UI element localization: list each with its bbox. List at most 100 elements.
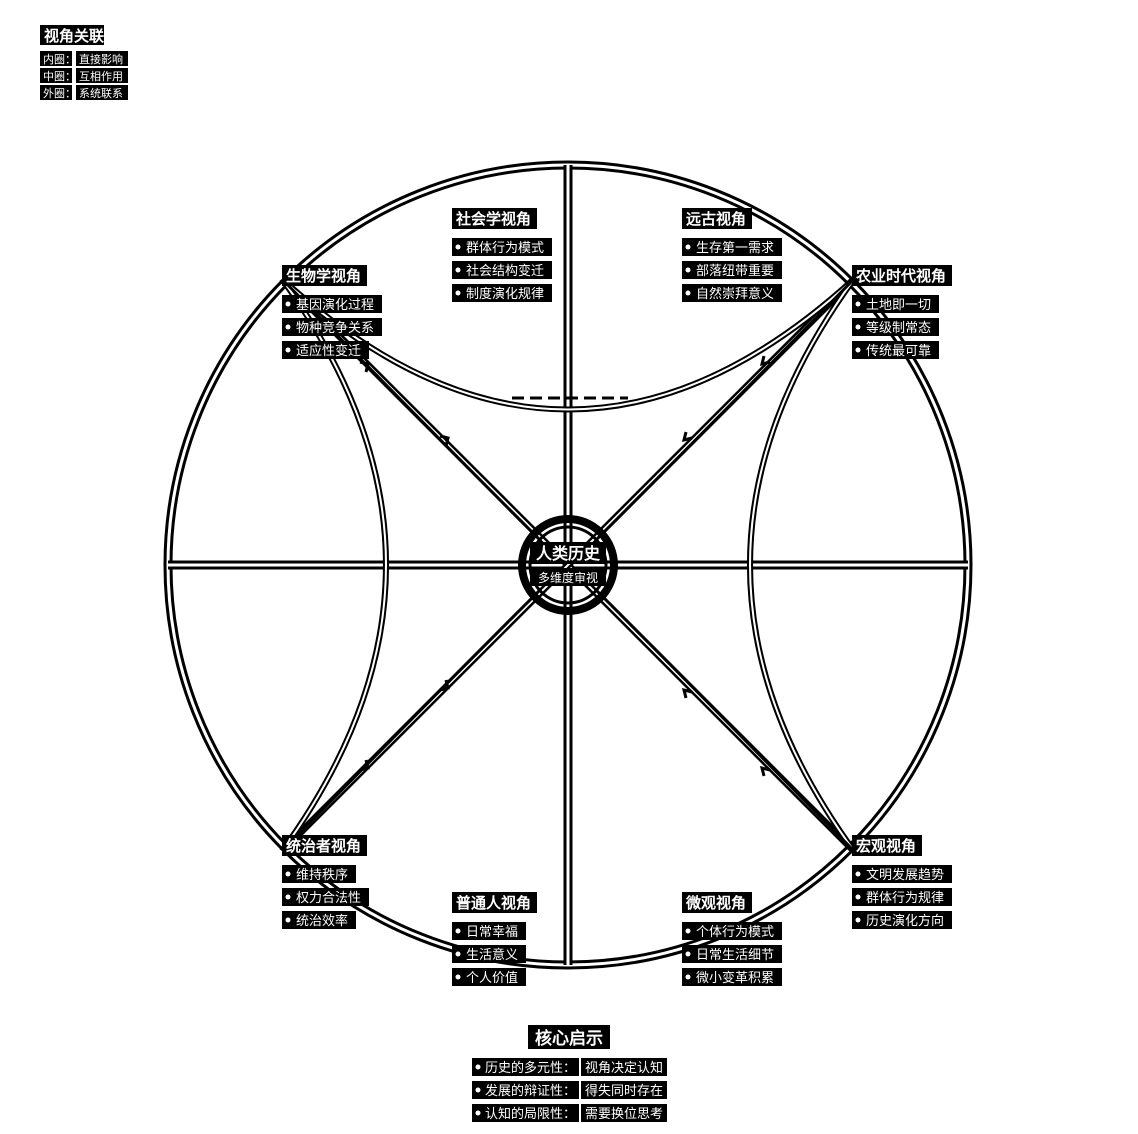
perspective-item-bg: [452, 922, 526, 940]
perspective-item: 等级制常态: [866, 320, 931, 336]
legend-row-value: 直接影响: [79, 52, 123, 66]
core-insight-value: 需要换位思考: [585, 1107, 663, 1122]
legend: 视角关联 内圈： 直接影响 中圈： 互相作用 外圈： 系统联系: [40, 25, 128, 100]
perspective-title-bg: [452, 208, 537, 229]
core-insight: 核心启示: [528, 1025, 610, 1049]
center-subtitle: 多维度审视: [538, 570, 598, 585]
perspective-item: 传统最可靠: [866, 344, 931, 359]
bullet-icon: [685, 928, 691, 934]
bullet-icon: [285, 301, 291, 307]
perspective-item-bg: [682, 284, 782, 302]
bullet-icon: [285, 324, 291, 330]
perspective-title: 农业时代视角: [855, 267, 946, 285]
core-insight-key: 认知的局限性：: [485, 1106, 576, 1122]
legend-title: 视角关联: [44, 27, 105, 45]
perspective-title: 统治者视角: [286, 837, 361, 855]
bullet-icon: [685, 951, 691, 957]
perspective-item-bg: [452, 261, 552, 279]
center-title: 人类历史: [536, 544, 601, 563]
perspective-item: 个人价值: [466, 970, 518, 986]
perspective-item-bg: [682, 922, 782, 940]
perspective-item-bg: [452, 968, 526, 986]
core-insight-value: 视角决定认知: [585, 1060, 663, 1076]
bullet-icon: [855, 917, 861, 923]
perspective-item: 适应性变迁: [296, 343, 361, 359]
perspective-item-bg: [452, 945, 526, 963]
perspective-title: 微观视角: [685, 894, 746, 912]
perspective-item-bg: [682, 261, 782, 279]
bullet-icon: [455, 290, 461, 296]
center-node: 人类历史 多维度审视: [530, 542, 606, 586]
bullet-icon: [455, 928, 461, 934]
perspective-item-bg: [852, 295, 939, 313]
perspective-title-bg: [282, 835, 367, 856]
perspective-item-bg: [282, 295, 382, 313]
perspective-title-bg: [452, 892, 537, 913]
perspective-item-bg: [682, 238, 782, 256]
core-insight-item: 认知的局限性： 需要换位思考: [472, 1104, 667, 1122]
perspective-item-bg: [282, 888, 369, 906]
perspective-item-bg: [852, 911, 952, 929]
perspective-item: 物种竞争关系: [296, 320, 374, 336]
bullet-icon: [475, 1087, 481, 1093]
bullet-icon: [685, 974, 691, 980]
legend-row: 中圈： 互相作用: [40, 68, 128, 83]
perspective-item-bg: [282, 911, 356, 929]
perspective-title-bg: [852, 835, 922, 856]
perspective-item-bg: [852, 865, 952, 883]
perspective-item: 统治效率: [296, 913, 348, 929]
perspective-title: 宏观视角: [856, 837, 916, 855]
perspective-item: 基因演化过程: [296, 297, 374, 313]
bullet-icon: [855, 301, 861, 307]
connection-arcs: [279, 276, 857, 853]
perspective-item: 制度演化规律: [466, 286, 544, 302]
bullet-icon: [855, 871, 861, 877]
diagram-structure: [163, 160, 973, 970]
core-insight-item: 发展的辩证性：得失同时存在: [472, 1081, 667, 1099]
core-insight-value: 得失同时存在: [585, 1083, 663, 1099]
perspective-item-bg: [852, 318, 939, 336]
bullet-icon: [685, 290, 691, 296]
perspective-title-bg: [852, 265, 952, 286]
perspective-item: 权力合法性: [296, 890, 361, 906]
perspective-item: 日常幸福: [466, 925, 518, 940]
perspective-title: 社会学视角: [455, 210, 531, 228]
bullet-icon: [455, 974, 461, 980]
perspective-item: 群体行为模式: [466, 241, 544, 256]
legend-row-value: 互相作用: [79, 70, 123, 83]
bullet-icon: [685, 244, 691, 250]
perspective-item-bg: [852, 888, 952, 906]
perspective-item-bg: [852, 341, 939, 359]
perspective-item: 社会结构变迁: [466, 263, 544, 279]
perspective-title-bg: [682, 892, 752, 913]
bullet-icon: [455, 951, 461, 957]
perspective-title: 远古视角: [686, 210, 746, 228]
perspective-item-bg: [682, 968, 782, 986]
perspective-title: 生物学视角: [286, 267, 361, 285]
perspective-item: 历史演化方向: [866, 913, 944, 929]
core-insight-title: 核心启示: [535, 1028, 603, 1049]
legend-row: 内圈： 直接影响: [40, 51, 128, 66]
bullet-icon: [685, 267, 691, 273]
bullet-icon: [285, 347, 291, 353]
perspective-item: 生活意义: [466, 947, 518, 963]
legend-row: 外圈： 系统联系: [40, 85, 128, 100]
perspective-title: 普通人视角: [456, 894, 531, 912]
perspective-item-bg: [282, 865, 356, 883]
bullet-icon: [855, 894, 861, 900]
center-hub-outer: [518, 515, 618, 615]
perspective-item-bg: [452, 238, 552, 256]
perspective-item: 部落纽带重要: [696, 263, 774, 279]
perspective-item: 自然崇拜意义: [696, 286, 774, 302]
bullet-icon: [285, 871, 291, 877]
core-insight-item: 历史的多元性：视角决定认知: [472, 1058, 667, 1076]
perspective-item-bg: [282, 341, 369, 359]
bullet-icon: [475, 1064, 481, 1070]
